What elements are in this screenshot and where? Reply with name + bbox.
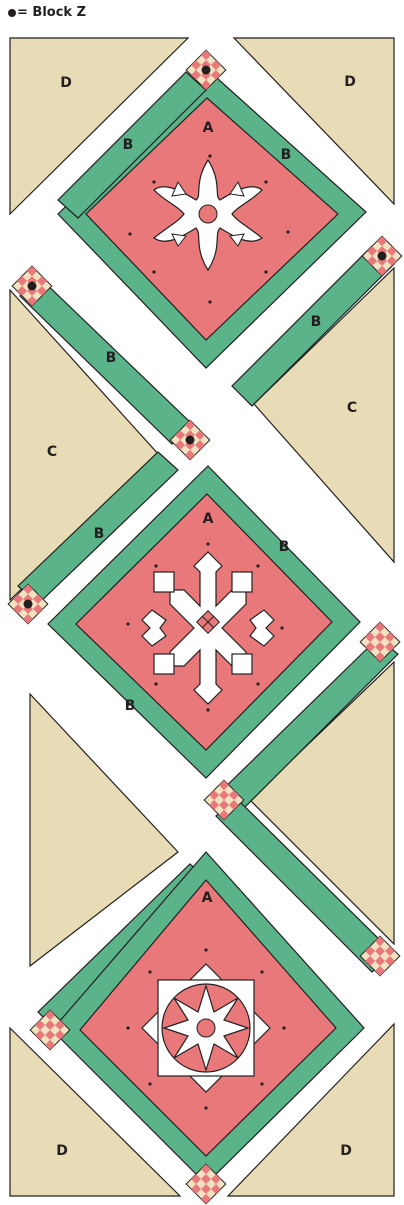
label-a-block-1: A	[203, 120, 214, 136]
label-d-top-right: D	[344, 74, 356, 90]
label-c-left: C	[47, 444, 57, 460]
label-b-3: B	[311, 314, 322, 330]
label-b-2: B	[281, 147, 292, 163]
label-b-5: B	[94, 526, 105, 542]
label-b-6: B	[279, 539, 290, 555]
label-b-1: B	[123, 137, 134, 153]
block-3-appliqué-flower	[126, 948, 285, 1109]
label-a-block-3: A	[202, 890, 213, 906]
label-b-4: B	[106, 350, 117, 366]
label-d-top-left: D	[60, 75, 72, 91]
label-b-7: B	[125, 698, 136, 714]
label-c-right: C	[347, 400, 357, 416]
label-d-bottom-right: D	[340, 1143, 352, 1159]
label-d-bottom-left: D	[56, 1143, 68, 1159]
label-a-block-2: A	[203, 511, 214, 527]
